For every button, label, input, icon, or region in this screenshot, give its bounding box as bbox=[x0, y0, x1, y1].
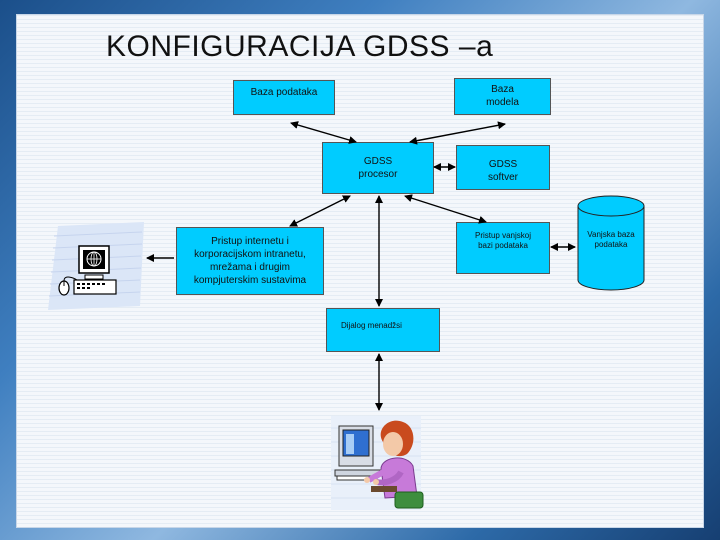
box-gdss-softver: GDSS softver bbox=[456, 145, 550, 190]
user-at-computer-icon bbox=[331, 412, 427, 510]
box-dijalog-label: Dijalog menadžsi bbox=[341, 321, 402, 330]
box-baza-podataka: Baza podataka bbox=[233, 80, 335, 115]
box-pristup-internetu-label: Pristup internetu i korporacijskom intra… bbox=[193, 236, 307, 286]
box-dijalog: Dijalog menadžsi bbox=[326, 308, 440, 352]
box-pristup-internetu: Pristup internetu i korporacijskom intra… bbox=[176, 227, 324, 295]
box-baza-modela-label: Baza modela bbox=[486, 84, 519, 108]
box-gdss-softver-label: GDSS softver bbox=[487, 159, 518, 183]
box-baza-podataka-label: Baza podataka bbox=[250, 87, 318, 98]
slide-title: KONFIGURACIJA GDSS –a bbox=[106, 30, 494, 63]
arrow-procesor-vanjskoj bbox=[404, 194, 487, 224]
database-cylinder-icon: Vanjska baza podataka bbox=[576, 194, 646, 292]
box-baza-modela: Baza modela bbox=[454, 78, 551, 115]
box-pristup-vanjskoj-label: Pristup vanjskoj bazi podataka bbox=[474, 231, 532, 251]
box-gdss-procesor: GDSS procesor bbox=[322, 142, 434, 194]
database-cylinder-label: Vanjska baza podataka bbox=[587, 230, 635, 250]
arrow-modela-procesor bbox=[409, 121, 506, 145]
arrow-procesor-internet bbox=[289, 195, 351, 227]
box-gdss-procesor-label: GDSS procesor bbox=[358, 156, 398, 180]
computer-terminal-icon bbox=[44, 222, 146, 312]
box-pristup-vanjskoj: Pristup vanjskoj bazi podataka bbox=[456, 222, 550, 274]
arrow-podataka-procesor bbox=[290, 121, 357, 144]
